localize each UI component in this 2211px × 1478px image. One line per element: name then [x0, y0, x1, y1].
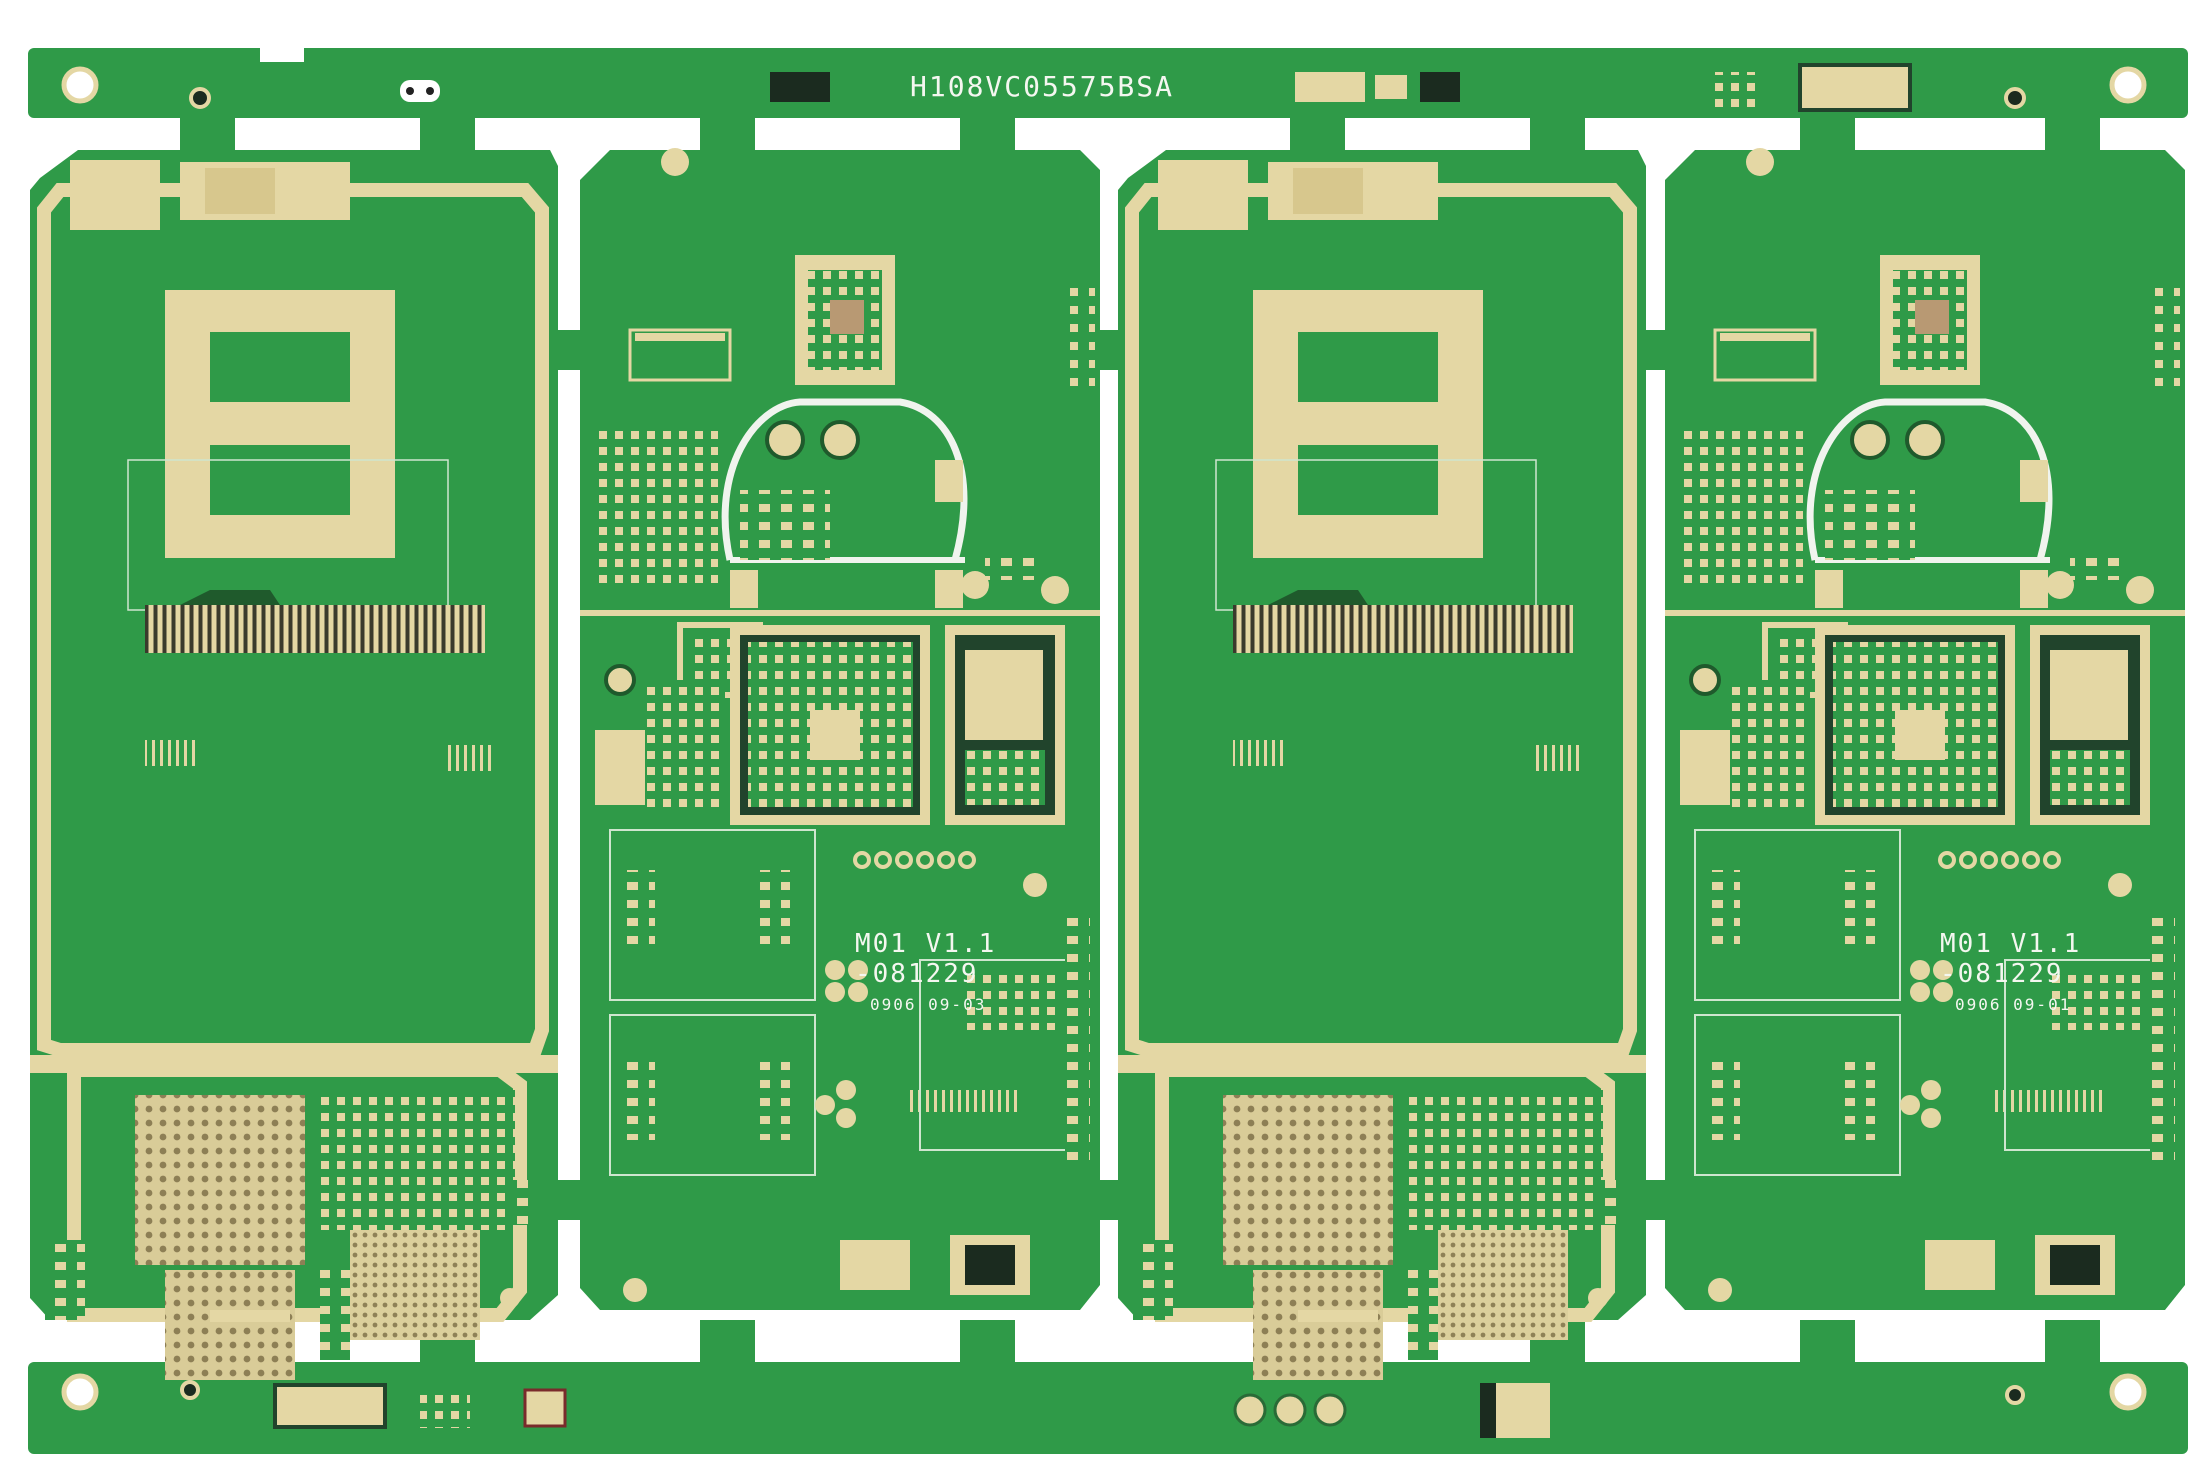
board-lot: 0906 09-03: [870, 995, 986, 1014]
bottom-rail: [28, 1362, 2188, 1454]
board-marking-1: M01 V1.1 -081229 0906 09-03: [855, 929, 996, 1014]
board-radio-1: [580, 148, 1100, 1310]
board-display-2: [1118, 150, 1646, 1380]
top-rail: H108VC05575BSA: [28, 42, 2188, 118]
board-lot: 0906 09-01: [1955, 995, 2071, 1014]
board-date-code: -081229: [855, 959, 979, 989]
board-marking-2: M01 V1.1 -081229 0906 09-01: [1940, 929, 2081, 1014]
board-date-code: -081229: [1940, 959, 2064, 989]
board-radio-2: [1665, 148, 2185, 1310]
board-version: M01 V1.1: [855, 929, 996, 959]
board-display-1: [30, 150, 558, 1380]
board-version: M01 V1.1: [1940, 929, 2081, 959]
panel-part-number: H108VC05575BSA: [910, 70, 1174, 103]
